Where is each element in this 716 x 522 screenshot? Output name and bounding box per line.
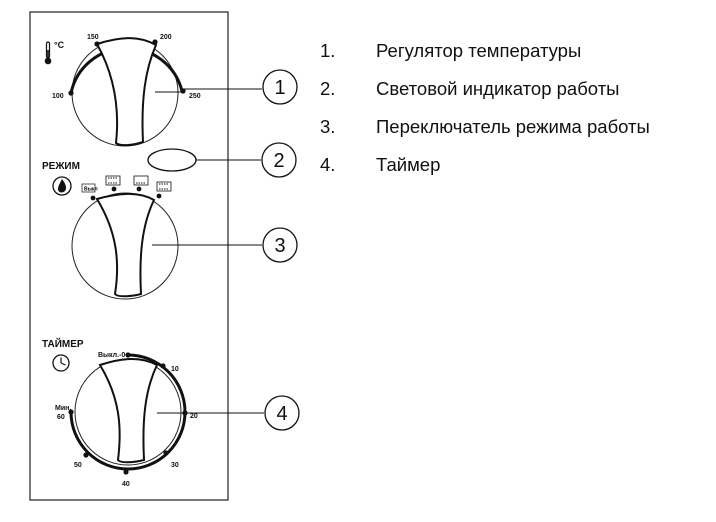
temperature-tick-dot <box>180 88 186 94</box>
callout-number: 4 <box>276 403 287 425</box>
mode-knob-body <box>71 192 179 300</box>
flame-icon <box>52 176 72 196</box>
legend-number: 3. <box>320 116 336 137</box>
legend-item: 2. Световой индикатор работы <box>320 78 650 116</box>
callout-number: 1 <box>274 77 285 99</box>
bottom-heat-icon <box>133 175 149 186</box>
timer-tick-dot <box>160 363 166 369</box>
temperature-tick-dot <box>152 39 158 45</box>
temperature-tick-dot <box>94 41 100 47</box>
clock-icon <box>52 354 70 372</box>
timer-tick-dot <box>83 452 89 458</box>
top-bottom-heat-icon <box>105 175 121 186</box>
callout-1: 1 <box>262 69 298 105</box>
legend-text: Переключатель режима работы <box>376 116 650 137</box>
thermometer-icon <box>44 41 52 65</box>
temperature-unit: °C <box>54 40 65 50</box>
callout-3: 3 <box>262 227 298 263</box>
legend-text: Таймер <box>376 154 441 175</box>
timer-tick-dot <box>125 352 131 358</box>
timer-knob[interactable] <box>68 352 264 475</box>
temperature-tick-label: 250 <box>189 93 201 100</box>
callout-number: 2 <box>273 150 284 172</box>
legend-text: Световой индикатор работы <box>376 78 620 99</box>
mode-knob-grip <box>95 192 156 298</box>
mode-knob[interactable] <box>71 186 262 300</box>
timer-knob-grip <box>98 358 159 464</box>
timer-tick-label: 40 <box>122 481 130 488</box>
mode-position-dot <box>136 186 142 192</box>
mode-off-position: Выкл <box>81 183 98 193</box>
mode-label: РЕЖИМ <box>42 161 80 172</box>
legend-number: 1. <box>320 40 336 61</box>
operation-indicator-lamp <box>147 148 197 172</box>
mode-position-dot <box>111 186 117 192</box>
legend-item: 1. Регулятор температуры <box>320 40 650 78</box>
legend-list: 1. Регулятор температуры 2. Световой инд… <box>320 40 650 192</box>
timer-label: ТАЙМЕР <box>42 337 84 350</box>
temperature-tick-label: 200 <box>160 34 172 41</box>
timer-tick-dot <box>68 409 74 415</box>
temperature-tick-label: 150 <box>87 34 99 41</box>
timer-tick-dot <box>163 450 169 456</box>
mode-off-label: Выкл <box>84 187 98 193</box>
mode-position-dot <box>90 195 96 201</box>
timer-tick-label: 30 <box>171 462 179 469</box>
timer-tick-dot <box>123 469 129 475</box>
timer-tick-label: 10 <box>171 366 179 373</box>
timer-tick-label: 20 <box>190 413 198 420</box>
callout-number: 3 <box>274 235 285 257</box>
temperature-tick-dot <box>68 90 74 96</box>
timer-off-label: Выкл.-0 <box>98 352 125 359</box>
timer-min-label: Мин. <box>55 405 71 412</box>
temperature-knob[interactable] <box>68 37 186 147</box>
legend-text: Регулятор температуры <box>376 40 582 61</box>
legend-item: 4. Таймер <box>320 154 650 192</box>
top-heat-grill-icon <box>156 181 172 192</box>
callout-2: 2 <box>261 142 297 178</box>
timer-tick-label: 50 <box>74 462 82 469</box>
temperature-knob-grip <box>95 37 158 147</box>
mode-position-dot <box>156 193 162 199</box>
legend-number: 4. <box>320 154 336 175</box>
legend-number: 2. <box>320 78 336 99</box>
timer-tick-dot <box>182 410 188 416</box>
callout-4: 4 <box>264 395 300 431</box>
legend-item: 3. Переключатель режима работы <box>320 116 650 154</box>
temperature-tick-label: 100 <box>52 93 64 100</box>
timer-tick-label: 60 <box>57 414 65 421</box>
